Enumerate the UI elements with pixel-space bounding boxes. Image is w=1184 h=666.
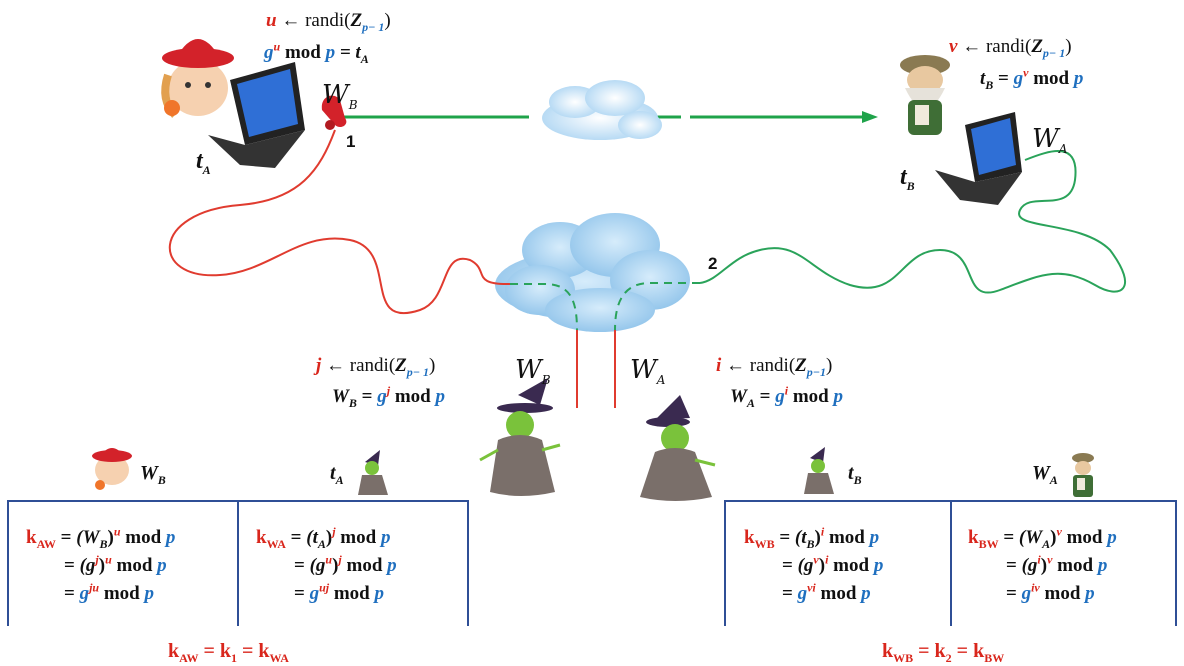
kwb-derivation: kWB = (tB)i mod p = (gv)i mod p = gvi mo… xyxy=(744,524,884,604)
witch-a-icon xyxy=(640,395,716,501)
bob-public-tb: tB = gv mod p xyxy=(980,65,1084,92)
right-shared-key-result: kWB = k2 = kBW xyxy=(882,640,1005,665)
bob-t-label: tB xyxy=(900,164,915,193)
witch-small-icon xyxy=(358,450,388,495)
bob-laptop-icon xyxy=(935,112,1022,205)
telephone-icon xyxy=(321,95,347,130)
left-shared-key-result: kAW = k1 = kWA xyxy=(168,640,289,665)
witch-a-label: WA xyxy=(630,355,666,388)
witch-small-icon xyxy=(804,447,834,494)
left-panel-divider xyxy=(237,500,239,626)
witch-b-label: WB xyxy=(515,355,551,388)
witch-a-public-wa: WA = gi mod p xyxy=(730,383,843,410)
alice-avatar xyxy=(161,39,234,118)
alice-t-label: tA xyxy=(196,148,211,177)
header-wb: WB xyxy=(140,462,166,487)
channel-number-2: 2 xyxy=(708,254,718,273)
kbw-derivation: kBW = (WA)v mod p = (gi)v mod p = giv mo… xyxy=(968,524,1117,604)
witch-b-random-j: j ← randi(Zp− 1) xyxy=(316,355,436,379)
witch-b-public-wb: WB = gj mod p xyxy=(332,383,445,410)
header-wa: WA xyxy=(1032,462,1058,487)
bob-wa-label: WA xyxy=(1032,124,1068,157)
right-panel-divider xyxy=(950,500,952,626)
alice-small-avatar xyxy=(92,448,132,490)
alice-laptop-icon xyxy=(208,62,305,168)
header-ta: tA xyxy=(330,462,344,487)
alice-public-ta: gu mod p = tA xyxy=(264,39,369,66)
header-tb: tB xyxy=(848,462,862,487)
bob-gnome-avatar xyxy=(900,55,950,135)
witch-b-icon xyxy=(479,378,561,496)
green-wire xyxy=(699,150,1127,294)
alice-random-u: u ← randi(Zp− 1) xyxy=(266,10,391,34)
kaw-derivation: kAW = (WB)u mod p = (gj)u mod p = gju mo… xyxy=(26,524,176,604)
bob-small-avatar xyxy=(1072,453,1094,497)
red-wire xyxy=(168,129,511,315)
channel-number-1: 1 xyxy=(346,132,356,151)
sky-cloud-icon xyxy=(542,80,662,140)
internet-cloud-icon xyxy=(495,213,690,332)
alice-wb-label: WB xyxy=(322,80,358,113)
bob-random-v: v ← randi(Zp− 1) xyxy=(949,36,1072,60)
witch-a-random-i: i ← randi(Zp−1) xyxy=(716,355,833,379)
kwa-derivation: kWA = (tA)j mod p = (gu)j mod p = guj mo… xyxy=(256,524,397,604)
